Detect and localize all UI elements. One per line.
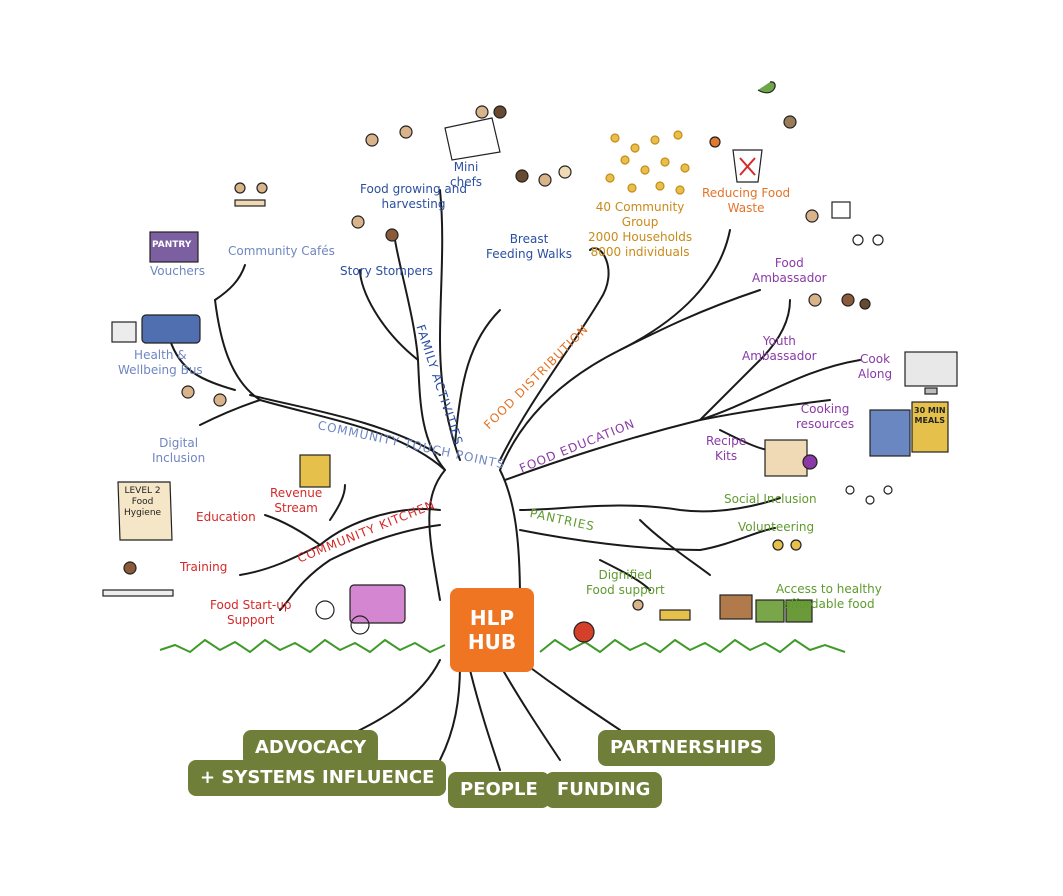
root-systems-influence: + SYSTEMS INFLUENCE [188,760,447,796]
label-vouchers: Vouchers [150,264,205,278]
root-funding: FUNDING [545,772,663,808]
root-partnerships: PARTNERSHIPS [598,730,775,766]
label-education: Education [196,510,256,524]
hlp-hub-badge: HLP HUB [450,588,534,672]
label-community-cafes: Community Cafés [228,244,335,258]
label-training: Training [180,560,228,574]
illustration-figures [102,81,958,643]
root-people: PEOPLE [448,772,550,808]
label-social-inclusion: Social Inclusion [724,492,817,506]
label-story-stompers: Story Stompers [340,264,434,278]
label-volunteering: Volunteering [738,520,815,534]
grass-line [159,638,846,654]
tree-outline [169,189,861,771]
label-health-bus: Health &Wellbeing Bus [118,348,203,377]
hub-line-1: HLP [469,606,515,630]
hub-line-2: HUB [467,630,517,654]
pantry-sign-text: PANTRY [152,240,192,250]
